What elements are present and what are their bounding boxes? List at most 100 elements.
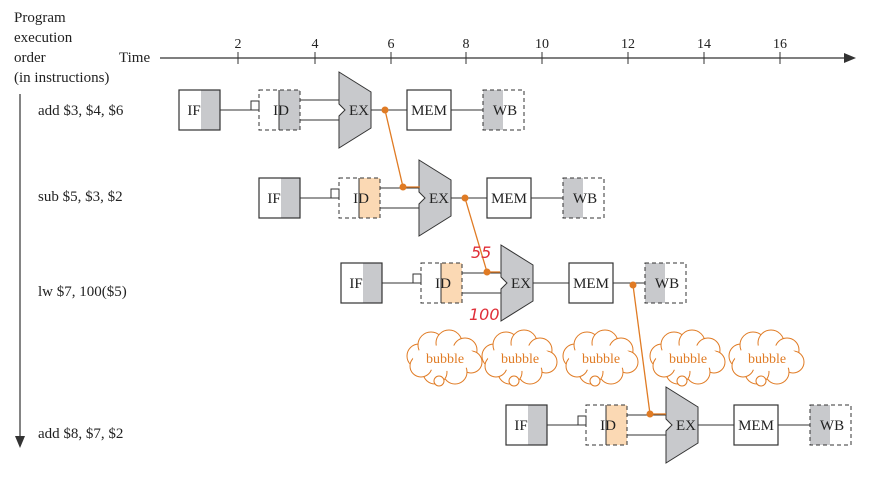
- ex-label: EX: [429, 191, 449, 207]
- forwarding-dot: [399, 183, 407, 191]
- wb-box: [644, 262, 687, 304]
- bubble: bubble: [728, 329, 805, 387]
- wb-label: WB: [493, 103, 517, 119]
- pipeline-register: [412, 273, 422, 284]
- bubble-puff: [755, 375, 767, 387]
- if-label: IF: [267, 191, 280, 207]
- forwarding-line: [384, 109, 404, 188]
- ex-label: EX: [511, 276, 531, 292]
- bubble: bubble: [406, 329, 483, 387]
- if-shade: [201, 90, 220, 130]
- pipeline-row: IF ID EX MEM WB: [178, 71, 525, 149]
- forwarding-line: [464, 197, 488, 273]
- wb-shade: [645, 263, 665, 303]
- handwritten-note-top: 55: [471, 243, 491, 262]
- bubble-label: bubble: [501, 352, 539, 367]
- forwarding-dot: [629, 281, 637, 289]
- bubble-label: bubble: [582, 352, 620, 367]
- bubble-puff: [508, 375, 520, 387]
- ex-alu: [338, 71, 372, 149]
- time-tick-label: 16: [773, 37, 787, 52]
- id-shade: [359, 178, 380, 218]
- pipeline-register: [330, 188, 340, 199]
- bubble-label: bubble: [669, 352, 707, 367]
- row-axis-label-line: Program: [14, 10, 66, 26]
- mem-label: MEM: [411, 103, 447, 119]
- row-axis-label-line: execution: [14, 30, 73, 46]
- time-axis-arrowhead: [844, 53, 856, 63]
- forwarding-line: [632, 284, 651, 415]
- if-shade: [363, 263, 382, 303]
- forwarding-dot: [381, 106, 389, 114]
- id-label: ID: [600, 418, 616, 434]
- time-tick-label: 4: [312, 37, 319, 52]
- handwritten-note-bottom: 100: [469, 305, 500, 324]
- order-axis-arrowhead: [15, 436, 25, 448]
- ex-label: EX: [349, 103, 369, 119]
- time-tick-label: 10: [535, 37, 549, 52]
- if-label: IF: [514, 418, 527, 434]
- if-shade: [528, 405, 547, 445]
- if-label: IF: [187, 103, 200, 119]
- mem-label: MEM: [738, 418, 774, 434]
- id-label: ID: [273, 103, 289, 119]
- instruction-label: add $3, $4, $6: [38, 103, 124, 119]
- time-tick-label: 6: [388, 37, 395, 52]
- time-tick-label: 14: [697, 37, 711, 52]
- instruction-label: add $8, $7, $2: [38, 426, 123, 442]
- wb-shade: [483, 90, 503, 130]
- bubble-fill: [488, 345, 552, 371]
- wb-box: [482, 89, 525, 131]
- id-label: ID: [435, 276, 451, 292]
- bubble-fill: [656, 345, 720, 371]
- wb-label: WB: [655, 276, 679, 292]
- bubble-fill: [413, 345, 477, 371]
- bubble-puff: [589, 375, 601, 387]
- pipeline-register: [577, 415, 587, 426]
- bubble-puff: [676, 375, 688, 387]
- forwarding-dot: [461, 194, 469, 202]
- bubble: bubble: [649, 329, 726, 387]
- time-tick-label: 8: [463, 37, 470, 52]
- instruction-label: lw $7, 100($5): [38, 284, 127, 300]
- forwarding-dot: [483, 268, 491, 276]
- mem-label: MEM: [573, 276, 609, 292]
- wb-label: WB: [820, 418, 844, 434]
- forwarding-dot: [646, 410, 654, 418]
- bubble-label: bubble: [748, 352, 786, 367]
- bubble: bubble: [562, 329, 639, 387]
- if-shade: [281, 178, 300, 218]
- id-label: ID: [353, 191, 369, 207]
- bubble-label: bubble: [426, 352, 464, 367]
- instruction-label: sub $5, $3, $2: [38, 189, 123, 205]
- bubble-fill: [735, 345, 799, 371]
- if-label: IF: [349, 276, 362, 292]
- id-shade: [441, 263, 462, 303]
- row-axis-label-line: (in instructions): [14, 70, 109, 86]
- id-shade: [279, 90, 300, 130]
- pipeline-row: IF ID EX MEM WB: [340, 244, 687, 322]
- bubble-fill: [569, 345, 633, 371]
- bubble: bubble: [481, 329, 558, 387]
- forwarding-paths: [381, 106, 666, 418]
- ex-alu: [665, 386, 699, 464]
- time-axis-ticks: 2 4 6 8 10 12 14 16: [235, 37, 787, 64]
- pipeline-register: [250, 100, 260, 111]
- wb-box: [809, 404, 852, 446]
- id-shade: [606, 405, 627, 445]
- wb-label: WB: [573, 191, 597, 207]
- time-axis-label: Time: [119, 50, 150, 66]
- row-axis-label: Program execution order (in instructions…: [14, 10, 109, 86]
- time-tick-label: 12: [621, 37, 635, 52]
- wb-shade: [563, 178, 583, 218]
- wb-shade: [810, 405, 830, 445]
- ex-alu: [500, 244, 534, 322]
- time-tick-label: 2: [235, 37, 242, 52]
- bubble-puff: [433, 375, 445, 387]
- wb-box: [562, 177, 605, 219]
- bubble-row: bubble bubble bubble bubble bubble: [406, 329, 805, 387]
